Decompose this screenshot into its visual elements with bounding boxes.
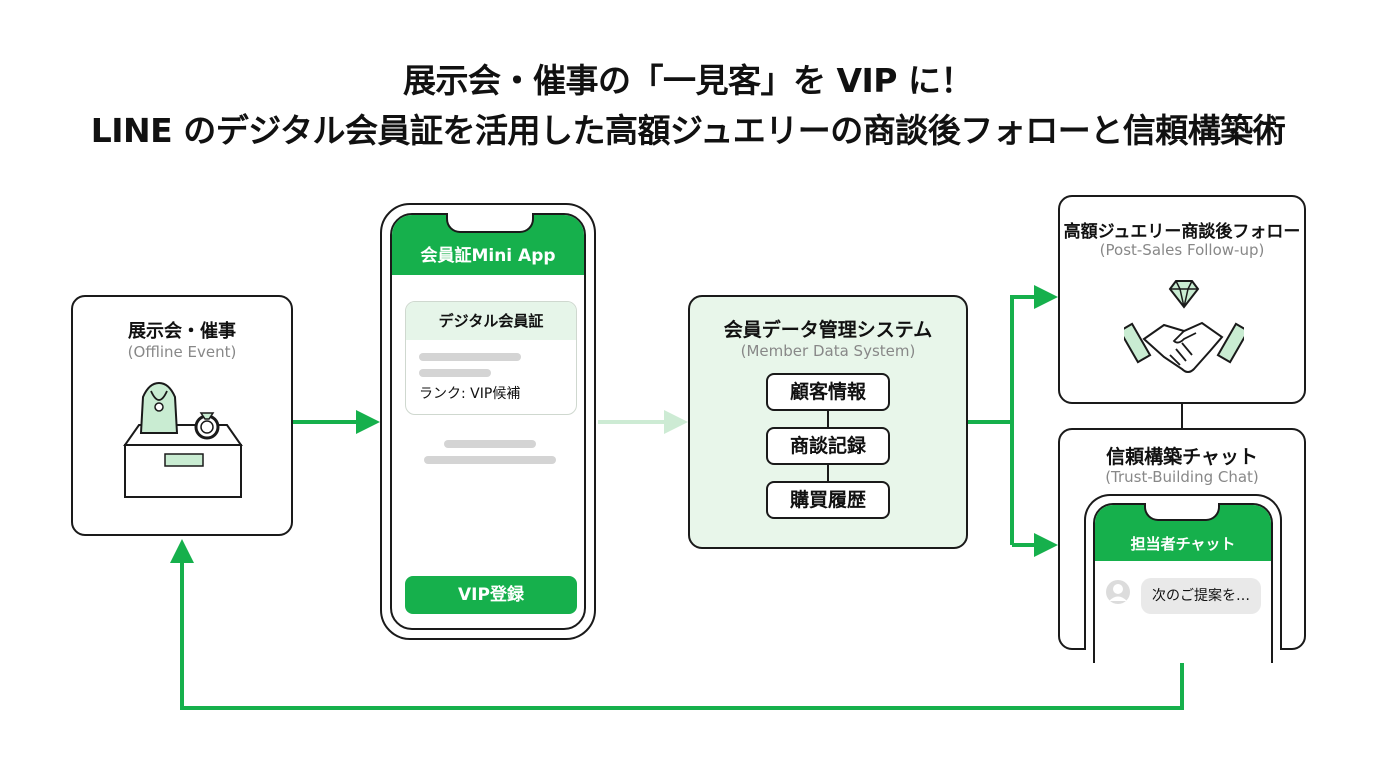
chat-title: 信頼構築チャット	[1106, 446, 1258, 468]
placeholder-line	[419, 369, 491, 377]
arrowhead-app-to-system	[664, 410, 688, 434]
chat-message-bubble[interactable]: 次のご提案を…	[1141, 578, 1261, 614]
phone-notch	[446, 213, 534, 233]
placeholder-line	[419, 353, 521, 361]
arrowhead-return-loop	[170, 539, 194, 563]
system-item-customer-info: 顧客情報	[766, 373, 890, 411]
placeholder-line	[424, 456, 556, 464]
arrowhead-event-to-app	[356, 410, 380, 434]
arrow-to-followup	[1010, 295, 1040, 545]
arrowhead-to-chat	[1034, 533, 1058, 557]
followup-box: 高額ジュエリー商談後フォロー (Post-Sales Follow-up)	[1058, 195, 1306, 404]
event-title: 展示会・催事	[128, 321, 236, 342]
avatar-icon	[1106, 580, 1130, 604]
page-title: 展示会・催事の「一見客」を VIP に！	[403, 61, 973, 100]
diamond-icon	[1168, 280, 1200, 309]
handshake-icon	[1124, 280, 1244, 373]
phone-notch	[1144, 503, 1220, 521]
rank-label: ランク: VIP候補	[419, 386, 521, 402]
chat-screen: 担当者チャット 次のご提案を…	[1093, 503, 1273, 663]
return-loop-arrow	[180, 560, 1184, 710]
offline-event-box: 展示会・催事 (Offline Event)	[71, 295, 293, 536]
vip-register-button[interactable]: VIP登録	[405, 576, 577, 614]
system-item-negotiation-record: 商談記録	[766, 427, 890, 465]
system-subtitle: (Member Data System)	[740, 342, 916, 360]
system-item-purchase-history: 購買履歴	[766, 481, 890, 519]
trust-chat-box: 信頼構築チャット (Trust-Building Chat) 担当者チャット 次…	[1058, 428, 1306, 663]
chat-phone: 担当者チャット 次のご提案を…	[1084, 494, 1282, 663]
digital-member-card[interactable]: デジタル会員証 ランク: VIP候補	[405, 301, 577, 415]
placeholder-line	[444, 440, 536, 448]
system-title: 会員データ管理システム	[723, 319, 933, 341]
member-data-system-box: 会員データ管理システム (Member Data System) 顧客情報 商談…	[688, 295, 968, 549]
jewelry-display-icon	[123, 381, 243, 498]
chat-subtitle: (Trust-Building Chat)	[1105, 468, 1259, 486]
arrowhead-to-followup	[1034, 285, 1058, 309]
page-subtitle: LINE のデジタル会員証を活用した高額ジュエリーの商談後フォローと信頼構築術	[90, 111, 1286, 150]
card-title: デジタル会員証	[406, 302, 576, 340]
miniapp-screen: 会員証Mini App デジタル会員証 ランク: VIP候補 VIP登録	[390, 213, 586, 630]
followup-title: 高額ジュエリー商談後フォロー	[1063, 222, 1301, 242]
followup-subtitle: (Post-Sales Follow-up)	[1099, 241, 1265, 259]
ring-icon	[194, 412, 220, 440]
event-subtitle: (Offline Event)	[127, 343, 237, 361]
miniapp-phone: 会員証Mini App デジタル会員証 ランク: VIP候補 VIP登録	[380, 203, 596, 640]
